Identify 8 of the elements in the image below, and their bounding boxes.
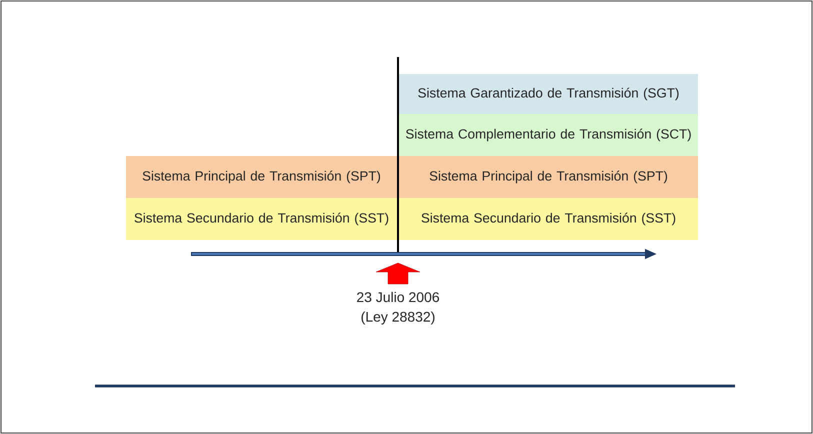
system-box: Sistema Principal de Transmisión (SPT): [399, 156, 698, 198]
system-box: Sistema Complementario de Transmisión (SCT): [399, 114, 698, 156]
system-box: Sistema Secundario de Transmisión (SST): [126, 198, 397, 240]
system-box: Sistema Secundario de Transmisión (SST): [399, 198, 698, 240]
date-label: 23 Julio 2006: [357, 292, 439, 302]
system-box: Sistema Garantizado de Transmisión (SGT): [399, 74, 698, 114]
system-box: Sistema Principal de Transmisión (SPT): [126, 156, 397, 198]
date-label: (Ley 28832): [362, 311, 434, 325]
